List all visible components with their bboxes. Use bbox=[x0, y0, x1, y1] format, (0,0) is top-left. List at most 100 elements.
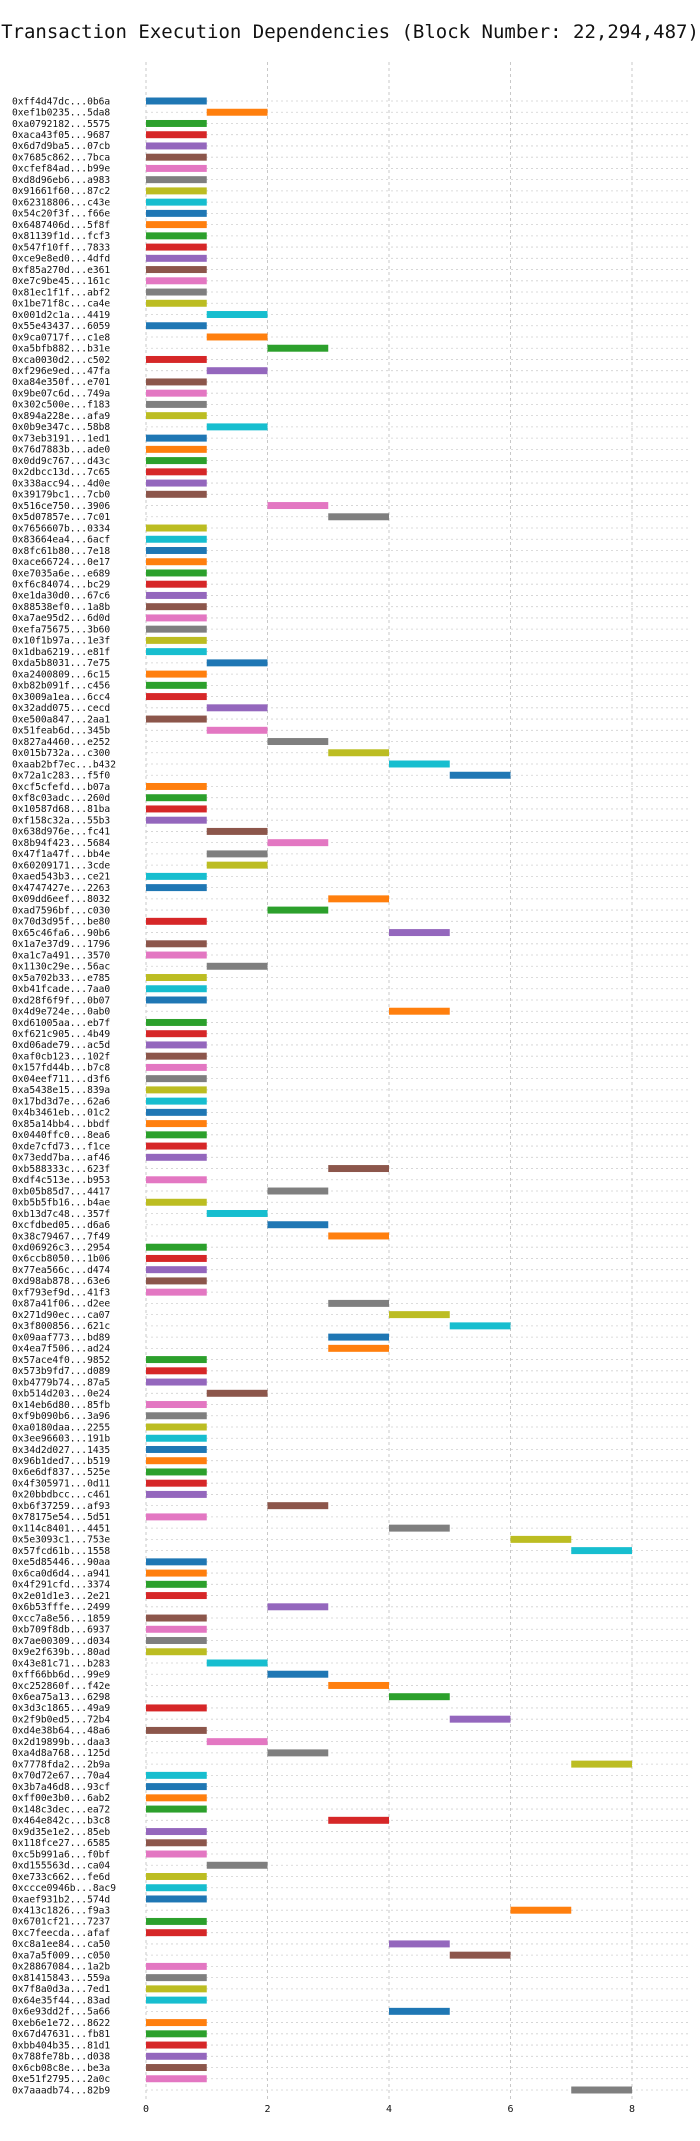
transaction-label: 0x28867084...1a2b bbox=[12, 1962, 110, 1973]
transaction-bar bbox=[449, 1322, 511, 1330]
transaction-label: 0xb709f8db...6937 bbox=[12, 1625, 110, 1636]
transaction-label: 0x96b1ded7...b519 bbox=[12, 1456, 110, 1467]
transaction-label: 0xb13d7c48...357f bbox=[12, 1209, 110, 1220]
transaction-bar bbox=[146, 1592, 207, 1600]
transaction-bar bbox=[206, 704, 268, 712]
chart-title: Transaction Execution Dependencies (Bloc… bbox=[1, 21, 699, 43]
transaction-bar bbox=[146, 1839, 207, 1847]
transaction-bar bbox=[206, 1210, 268, 1217]
transaction-bar bbox=[146, 1277, 207, 1285]
transaction-label: 0x76d7883b...ade0 bbox=[12, 445, 110, 456]
transaction-label: 0x516ce750...3906 bbox=[12, 501, 110, 512]
transaction-label: 0x60209171...3cde bbox=[12, 860, 110, 871]
transaction-label: 0x788fe78b...d038 bbox=[12, 2052, 110, 2063]
transaction-bar bbox=[146, 1423, 207, 1431]
transaction-bar bbox=[146, 1625, 207, 1633]
transaction-label: 0x827a4460...e252 bbox=[12, 737, 110, 748]
transaction-bar bbox=[328, 1344, 389, 1352]
transaction-bar bbox=[146, 1917, 207, 1925]
transaction-label: 0x6487406d...5f8f bbox=[12, 220, 110, 231]
transaction-label: 0xa84e350f...e701 bbox=[12, 377, 110, 388]
transaction-label: 0xe51f2795...2a0c bbox=[12, 2074, 110, 2085]
transaction-label: 0xaf0cb123...102f bbox=[12, 1051, 110, 1062]
transaction-label: 0xad7596bf...c030 bbox=[12, 905, 110, 916]
transaction-bar bbox=[146, 1254, 207, 1262]
transaction-label: 0x4d9e724e...0ab0 bbox=[12, 1007, 110, 1018]
transaction-bar bbox=[389, 929, 450, 937]
transaction-label: 0xc252860f...f42e bbox=[12, 1681, 110, 1692]
transaction-bar bbox=[146, 1063, 207, 1071]
y-tick-labels: 0xff4d47dc...0b6a0xef1b0235...5da80xa079… bbox=[12, 96, 116, 2096]
transaction-bar bbox=[146, 1974, 207, 1982]
transaction-bar bbox=[146, 1558, 207, 1566]
transaction-bar bbox=[146, 1176, 207, 1184]
transaction-bar bbox=[146, 1726, 207, 1734]
transaction-label: 0x894a228e...afa9 bbox=[12, 411, 110, 422]
transaction-label: 0x57ace4f0...9852 bbox=[12, 1355, 110, 1366]
transaction-label: 0xccce0946b...8ac9 bbox=[12, 1883, 116, 1894]
transaction-label: 0x2f9b0ed5...72b4 bbox=[12, 1714, 110, 1725]
transaction-label: 0xce9e8ed0...4dfd bbox=[12, 254, 110, 265]
transaction-label: 0x73edd7ba...af46 bbox=[12, 1153, 110, 1164]
transaction-label: 0x6e93dd2f...5a66 bbox=[12, 2007, 110, 2018]
transaction-bar bbox=[146, 1142, 207, 1150]
transaction-label: 0x4ea7f506...ad24 bbox=[12, 1344, 110, 1355]
transaction-label: 0xf793ef9d...41f3 bbox=[12, 1287, 110, 1298]
transaction-bar bbox=[146, 693, 207, 701]
transaction-label: 0x338acc94...4d0e bbox=[12, 478, 110, 489]
transaction-bar bbox=[328, 749, 389, 757]
transaction-label: 0x5e3093c1...753e bbox=[12, 1535, 110, 1546]
transaction-bar bbox=[146, 1030, 207, 1038]
transaction-bar bbox=[146, 1794, 207, 1802]
transaction-label: 0xe1da30d0...67c6 bbox=[12, 591, 110, 602]
transaction-bar bbox=[146, 164, 207, 172]
transaction-label: 0x118fce27...6585 bbox=[12, 1838, 110, 1849]
transaction-bar bbox=[146, 1805, 207, 1813]
transaction-label: 0x8b94f423...5684 bbox=[12, 838, 110, 849]
transaction-bar bbox=[328, 1816, 389, 1824]
transaction-label: 0x638d976e...fc41 bbox=[12, 827, 110, 838]
transaction-label: 0x9ca0717f...c1e8 bbox=[12, 332, 110, 343]
transaction-bar bbox=[146, 153, 207, 161]
transaction-label: 0x81ec1f1f...abf2 bbox=[12, 287, 110, 298]
transaction-bar bbox=[146, 614, 207, 622]
transaction-bar bbox=[146, 1356, 207, 1364]
transaction-label: 0xb4779b74...87a5 bbox=[12, 1377, 110, 1388]
transaction-label: 0x8fc61b80...7e18 bbox=[12, 546, 110, 557]
transaction-label: 0x7656607b...0334 bbox=[12, 523, 110, 534]
transaction-bar bbox=[206, 962, 268, 970]
transaction-bar bbox=[146, 1468, 207, 1476]
transaction-bar bbox=[389, 1524, 450, 1532]
transaction-bar bbox=[206, 1861, 268, 1869]
transaction-label: 0x6d7d9ba5...07cb bbox=[12, 141, 110, 152]
transaction-bar bbox=[146, 221, 207, 229]
transaction-bar bbox=[389, 1940, 450, 1948]
transaction-bar bbox=[146, 2030, 207, 2038]
transaction-bar bbox=[146, 816, 207, 824]
transaction-bar bbox=[328, 1232, 389, 1240]
transaction-bar bbox=[146, 400, 207, 408]
transaction-label: 0xe733c662...fe6d bbox=[12, 1872, 110, 1883]
transaction-label: 0x4f305971...0d11 bbox=[12, 1478, 110, 1489]
transaction-bar bbox=[146, 1457, 207, 1465]
transaction-bar bbox=[146, 2075, 207, 2083]
transaction-label: 0xb41fcade...7aa0 bbox=[12, 984, 110, 995]
transaction-label: 0x6ca0d6d4...a941 bbox=[12, 1568, 110, 1579]
transaction-label: 0xd155563d...ca04 bbox=[12, 1861, 110, 1872]
transaction-bar bbox=[571, 1760, 632, 1768]
transaction-bar bbox=[146, 288, 207, 296]
x-tick-label: 0 bbox=[143, 2104, 149, 2115]
transaction-bar bbox=[267, 1749, 329, 1757]
transaction-label: 0x77ea566c...d474 bbox=[12, 1265, 110, 1276]
transaction-label: 0xa5438e15...839a bbox=[12, 1085, 110, 1096]
transaction-bar bbox=[146, 1198, 207, 1206]
transaction-label: 0xbb404b35...81d1 bbox=[12, 2040, 110, 2051]
transaction-bar bbox=[267, 906, 329, 914]
transaction-bar bbox=[389, 760, 450, 768]
transaction-label: 0xd4e38b64...48a6 bbox=[12, 1726, 110, 1737]
transaction-label: 0x04eef711...d3f6 bbox=[12, 1074, 110, 1085]
transaction-label: 0xc8a1ee84...ca50 bbox=[12, 1939, 110, 1950]
transaction-bar bbox=[206, 1389, 268, 1397]
transaction-bar bbox=[146, 805, 207, 813]
